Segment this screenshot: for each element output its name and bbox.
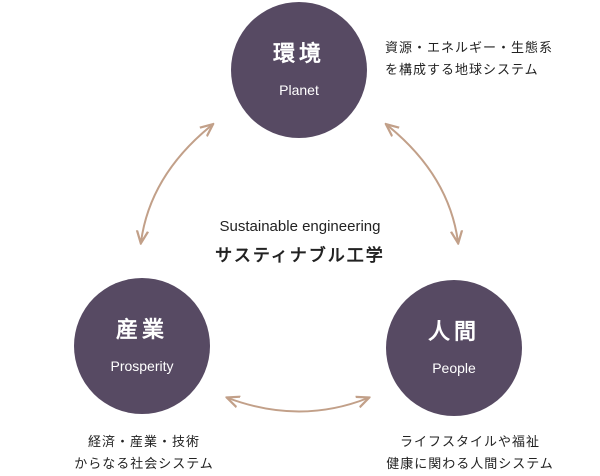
node-prosperity-title: 産業 [115,317,168,343]
desc-planet: 資源・エネルギー・生態系 を構成する地球システム [385,38,553,82]
node-planet-subtitle: Planet [279,82,319,99]
node-people-subtitle: People [432,360,476,377]
center-label: Sustainable engineering サスティナブル工学 [150,218,450,266]
desc-people: ライフスタイルや福祉 健康に関わる人間システム [360,432,580,476]
arrow-planet-people [387,125,458,242]
center-title-jp: サスティナブル工学 [215,246,385,266]
desc-planet-line-1: 資源・エネルギー・生態系 [385,41,554,56]
node-prosperity: 産業 Prosperity [74,278,210,414]
arrow-planet-prosperity [141,125,212,242]
desc-people-line-1: ライフスタイルや福祉 [399,435,540,450]
desc-planet-line-2: を構成する地球システム [385,63,539,78]
node-people-title: 人間 [427,319,480,345]
node-prosperity-subtitle: Prosperity [110,358,174,375]
arrow-prosperity-people [228,398,368,413]
center-title-en: Sustainable engineering [219,218,381,235]
desc-prosperity-line-1: 経済・産業・技術 [87,435,200,450]
desc-people-line-2: 健康に関わる人間システム [386,457,554,472]
node-planet: 環境 Planet [231,2,367,138]
desc-prosperity-line-2: からなる社会システム [74,457,214,472]
node-planet-title: 環境 [272,41,325,67]
node-people: 人間 People [386,280,522,416]
desc-prosperity: 経済・産業・技術 からなる社会システム [44,432,244,476]
